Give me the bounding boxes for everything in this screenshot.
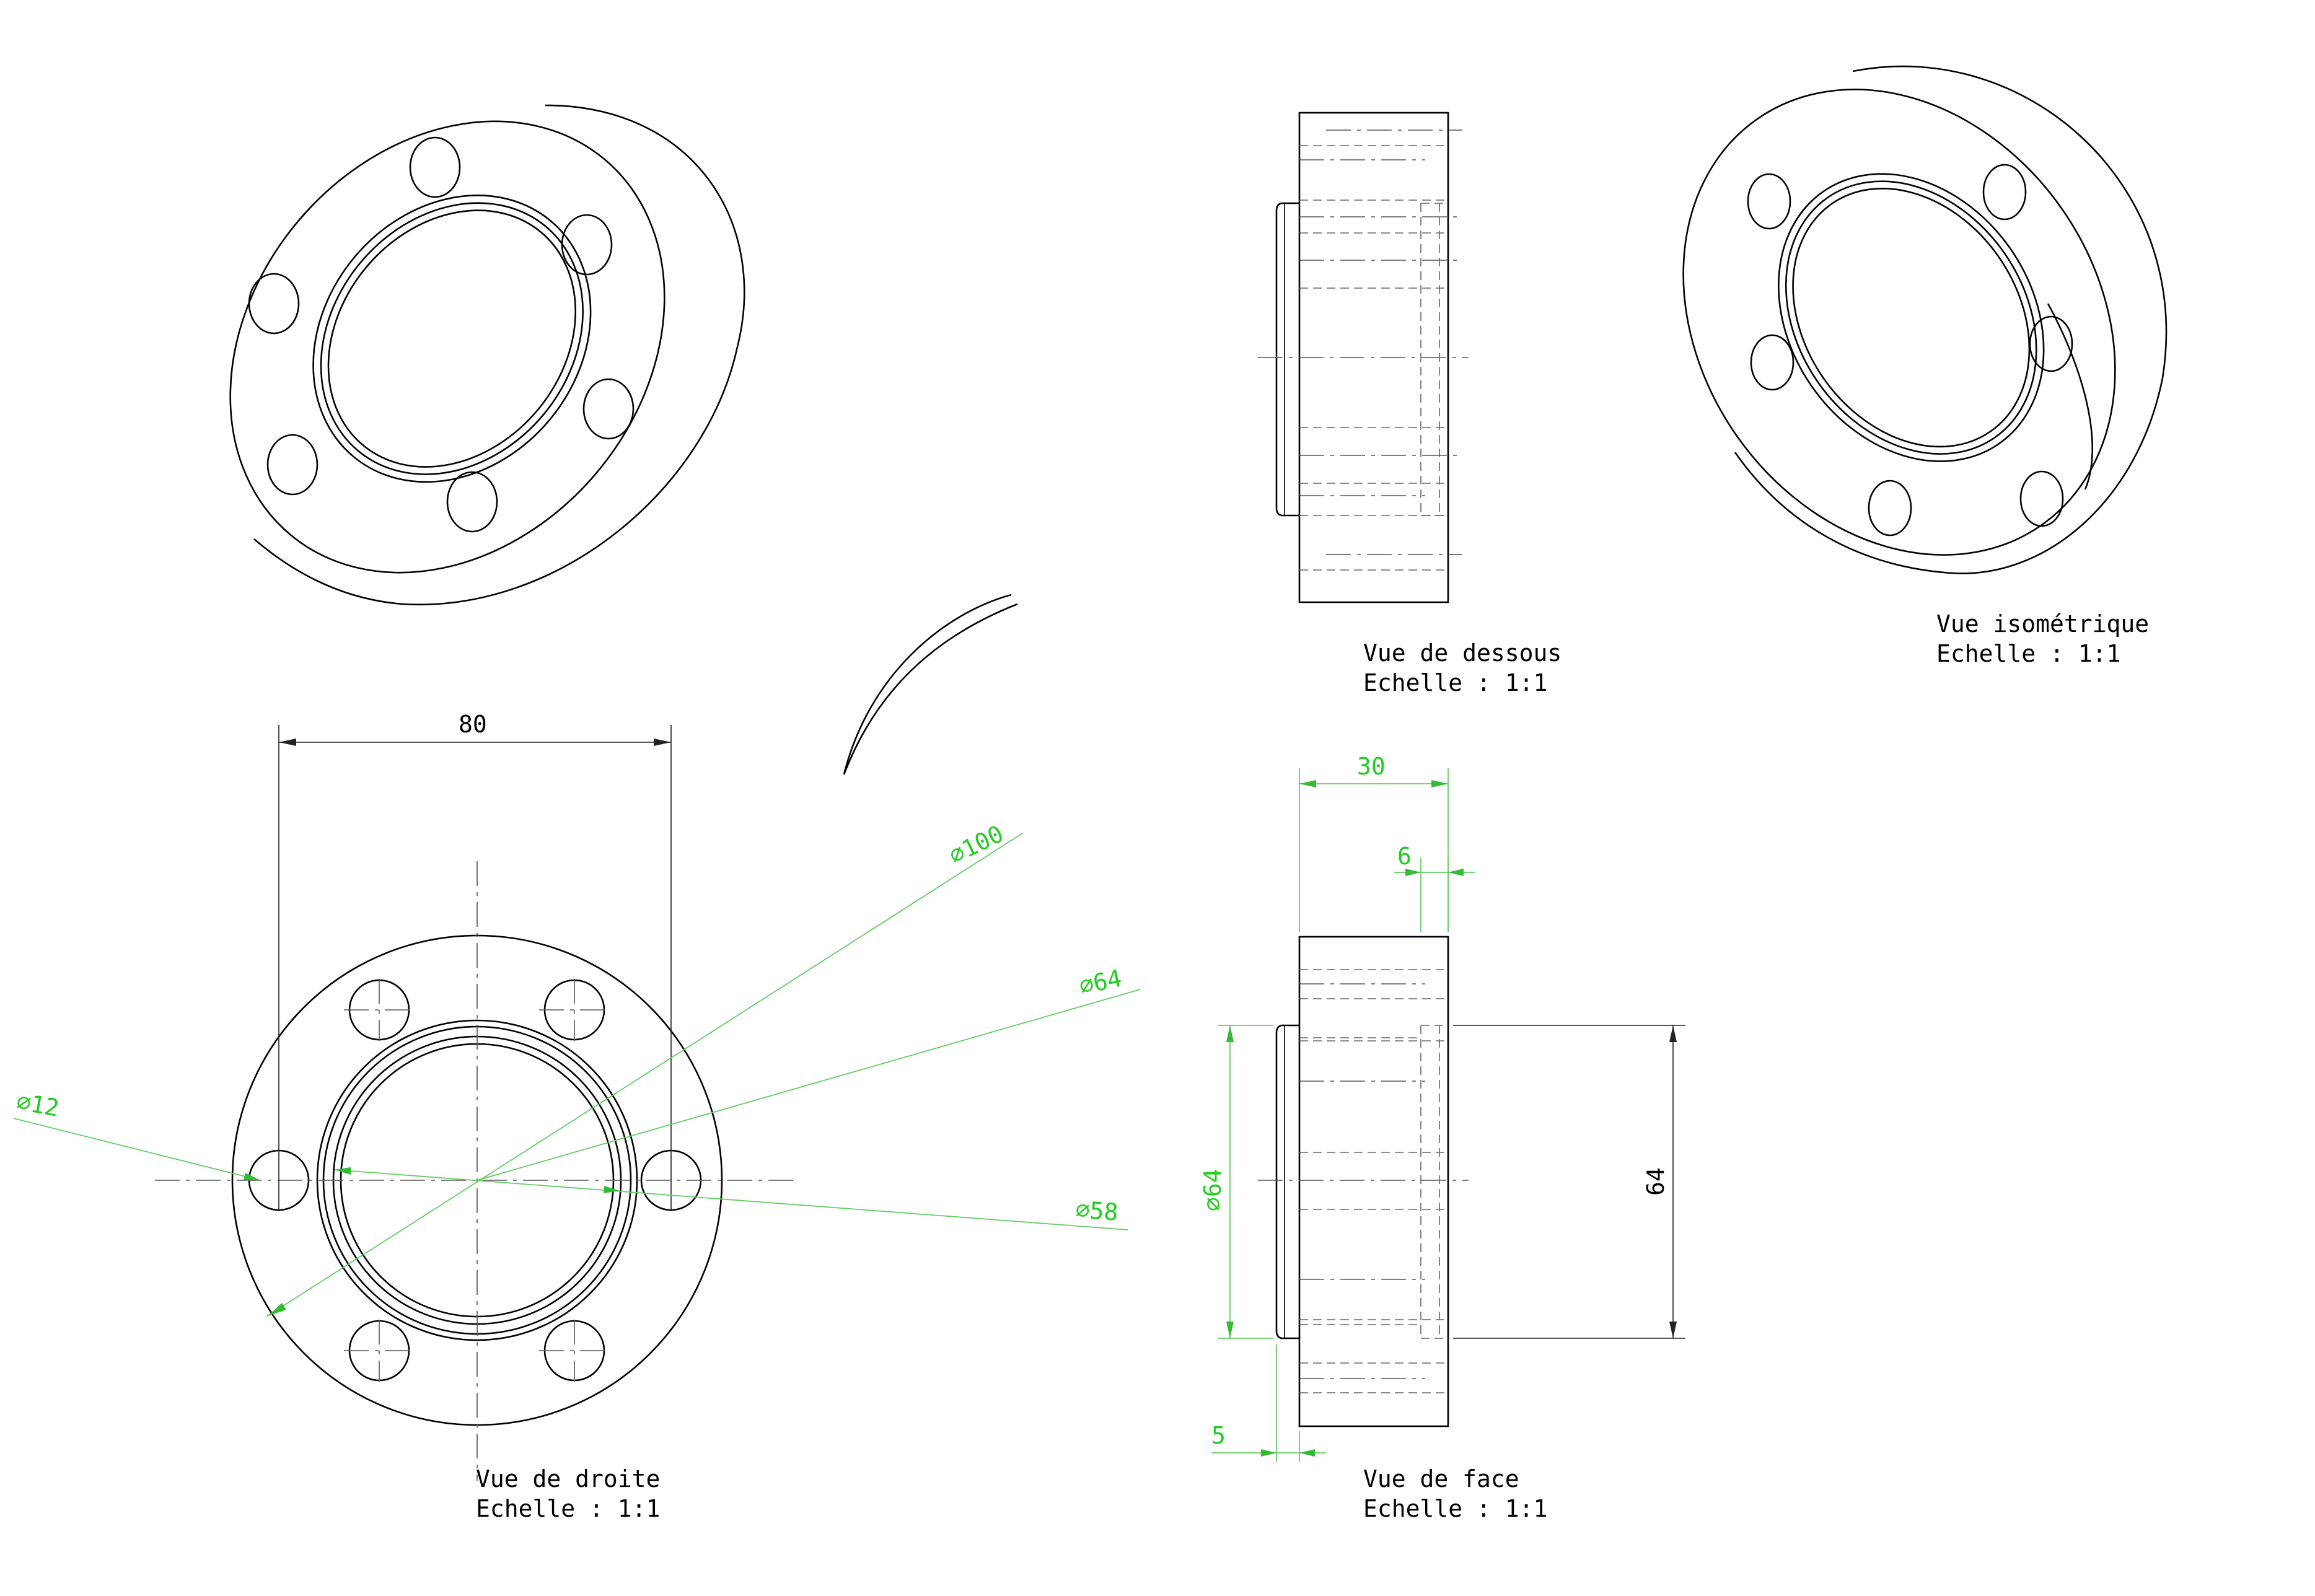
dim-hole-diameter-text: ⌀12 bbox=[14, 1088, 61, 1122]
dim-spigot-diameter-text: ⌀64 bbox=[1199, 1168, 1226, 1211]
dim-bolt-spacing-text: 80 bbox=[459, 711, 487, 738]
dim-spigot-length: 5 bbox=[1211, 1344, 1326, 1462]
dim-thickness: 30 bbox=[1299, 753, 1449, 932]
bottom-view-title: Vue de dessous bbox=[1363, 639, 1562, 667]
dim-spigot-length-text: 5 bbox=[1211, 1422, 1226, 1449]
dim-spigot-height: 64 bbox=[1453, 1025, 1685, 1339]
dim-inner-diameter-text: ⌀58 bbox=[1074, 1196, 1119, 1226]
dim-bore-diameter-text: ⌀64 bbox=[1077, 964, 1124, 999]
dim-bore-diameter: ⌀64 bbox=[477, 964, 1141, 1181]
dim-outer-diameter-text: ⌀100 bbox=[945, 820, 1008, 869]
right-view: 80 ⌀100 ⌀64 ⌀12 ⌀58 Vue de droite Echell… bbox=[13, 711, 1141, 1522]
dim-thickness-text: 30 bbox=[1357, 753, 1386, 780]
dim-outer-diameter: ⌀100 bbox=[266, 820, 1023, 1317]
dim-spigot-diameter: ⌀64 bbox=[1199, 1025, 1273, 1339]
right-view-scale: Echelle : 1:1 bbox=[476, 1495, 660, 1522]
front-view-scale: Echelle : 1:1 bbox=[1363, 1495, 1547, 1522]
front-view-title: Vue de face bbox=[1363, 1465, 1519, 1493]
front-view: 30 6 ⌀64 64 bbox=[1199, 753, 1685, 1522]
bottom-view-scale: Echelle : 1:1 bbox=[1363, 669, 1547, 696]
dim-hole-diameter: ⌀12 bbox=[13, 1088, 261, 1181]
dim-counterbore-depth: 6 bbox=[1394, 843, 1475, 932]
iso-view-left bbox=[229, 104, 1018, 775]
dim-bolt-spacing: 80 bbox=[278, 711, 672, 1211]
iso-view-scale: Echelle : 1:1 bbox=[1936, 640, 2120, 667]
dim-counterbore-depth-text: 6 bbox=[1397, 843, 1412, 870]
iso-view-title: Vue isométrique bbox=[1936, 610, 2149, 638]
dim-inner-diameter: ⌀58 bbox=[334, 1167, 1128, 1230]
right-view-title: Vue de droite bbox=[476, 1465, 660, 1493]
bottom-view: Vue de dessous Echelle : 1:1 bbox=[1258, 112, 1562, 696]
dim-spigot-height-text: 64 bbox=[1642, 1167, 1669, 1196]
iso-view-right: Vue isométrique Echelle : 1:1 bbox=[1682, 65, 2168, 667]
